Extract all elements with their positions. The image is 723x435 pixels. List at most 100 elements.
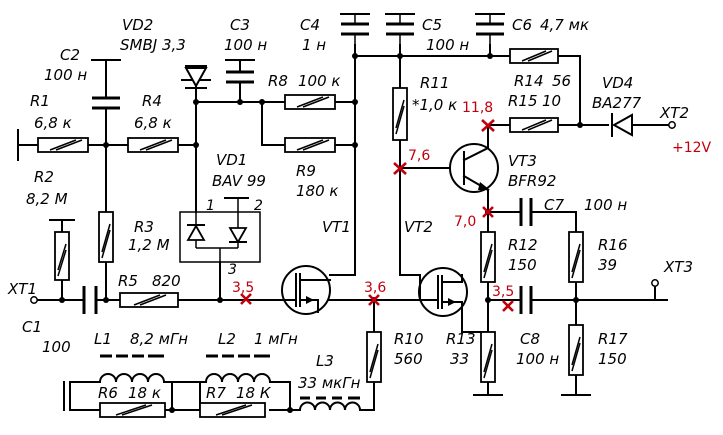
label-vt1-name: VT1 [322, 218, 351, 236]
inductor-l1 [98, 354, 173, 384]
resistor-r17 [568, 324, 584, 376]
label-c2-value: 100 н [44, 66, 87, 84]
label-r6-name: R6 [98, 384, 118, 402]
component-labels: C2 100 н R1 6,8 к R2 8,2 М VD2 SMBJ 3,3 … [7, 16, 712, 402]
label-r3-value: 1,2 М [128, 236, 170, 254]
label-vt3-name: VT3 [508, 152, 537, 170]
label-r5-name: R5 [118, 272, 138, 290]
resistor-r7 [199, 402, 266, 418]
label-c3-value: 100 н [224, 36, 267, 54]
label-r4-name: R4 [142, 92, 162, 110]
resistor-r6 [99, 402, 166, 418]
resistor-r13 [480, 331, 496, 383]
resistor-r15 [509, 117, 559, 133]
label-c6-value: 4,7 мк [540, 16, 589, 34]
label-c4-value: 1 н [302, 36, 326, 54]
voltage-output: 3,5 [492, 284, 514, 300]
label-c1-name: C1 [22, 318, 42, 336]
label-l1-value: 8,2 мГн [130, 330, 188, 348]
label-r6-value: 18 к [128, 384, 161, 402]
label-r15-name: R15 [508, 92, 538, 110]
resistor-r9 [284, 137, 336, 153]
label-r17-value: 150 [598, 350, 627, 368]
resistor-r10 [366, 331, 382, 383]
label-vd1-pin3: 3 [228, 262, 237, 278]
diode-vd4 [611, 113, 633, 137]
label-r1-name: R1 [30, 92, 50, 110]
label-xt1: XT1 [7, 280, 37, 298]
label-vd4-value: BA277 [592, 94, 642, 112]
label-c8-value: 100 н [516, 350, 559, 368]
label-r11-value: *1,0 к [412, 96, 457, 114]
label-r12-name: R12 [508, 236, 538, 254]
ground-symbols [17, 13, 668, 411]
resistor-r2 [54, 231, 70, 281]
label-r13-value: 33 [450, 350, 469, 368]
label-vd1-pin1: 1 [206, 198, 215, 214]
label-c5-value: 100 н [426, 36, 469, 54]
resistor-r4 [127, 137, 179, 153]
voltage-labels: 3,5 3,6 11,8 7,6 7,0 3,5 [232, 100, 514, 300]
diode-vd1 [179, 198, 261, 263]
transistor-vt3 [449, 143, 499, 193]
label-r2-value: 8,2 М [26, 190, 68, 208]
voltage-vt1-source: 3,6 [364, 280, 386, 296]
label-r15-value: 10 [542, 92, 561, 110]
marker-vt3-emitter [482, 206, 494, 218]
resistor-r8 [284, 94, 336, 110]
resistor-r11 [392, 87, 408, 141]
label-r17-name: R17 [598, 330, 628, 348]
resistor-r16 [568, 231, 584, 283]
label-r7-name: R7 [206, 384, 226, 402]
inductors [98, 354, 362, 412]
label-r10-value: 560 [394, 350, 423, 368]
label-supply: +12V [672, 140, 712, 156]
label-c3-name: C3 [230, 16, 250, 34]
resistor-r14 [509, 48, 559, 64]
label-r8-name: R8 [268, 72, 288, 90]
voltage-markers [240, 119, 514, 312]
marker-vt3-collector [481, 119, 495, 132]
capacitors [82, 14, 533, 314]
label-r16-name: R16 [598, 236, 628, 254]
label-r14-name: R14 [514, 72, 544, 90]
resistors [37, 48, 584, 418]
marker-vt3-base [393, 162, 407, 175]
label-l2-value: 1 мГн [254, 330, 298, 348]
label-vt2-name: VT2 [404, 218, 433, 236]
label-vd2-value: SMBJ 3,3 [120, 36, 186, 54]
label-l3-value: 33 мкГн [298, 374, 361, 392]
label-l3-name: L3 [316, 352, 334, 370]
label-r5-value: 820 [152, 272, 181, 290]
label-vd2-name: VD2 [122, 16, 153, 34]
label-r7-value: 18 К [236, 384, 272, 402]
label-r14-value: 56 [552, 72, 571, 90]
label-r3-name: R3 [134, 218, 154, 236]
label-vd1-value: BAV 99 [212, 172, 266, 190]
marker-vt1-source [368, 294, 380, 306]
inductor-l2 [199, 354, 272, 384]
label-r9-name: R9 [296, 162, 316, 180]
inductor-l3 [298, 396, 362, 412]
label-r11-name: R11 [420, 74, 450, 92]
label-c7-value: 100 н [584, 196, 627, 214]
transistor-vt1 [281, 265, 331, 315]
voltage-vt3-emitter: 7,0 [454, 214, 476, 230]
label-r13-name: R13 [446, 330, 476, 348]
label-r8-value: 100 к [298, 72, 340, 90]
resistor-r5 [119, 292, 179, 308]
marker-output [502, 300, 514, 312]
label-c6-name: C6 [512, 16, 532, 34]
label-r12-value: 150 [508, 256, 537, 274]
label-c8-name: C8 [520, 330, 540, 348]
label-xt3: XT3 [663, 258, 693, 276]
resistor-r3 [98, 211, 114, 263]
label-c1-value: 100 [42, 338, 71, 356]
voltage-vt1-gate: 3,5 [232, 280, 254, 296]
resistor-r12 [480, 231, 496, 283]
label-r10-name: R10 [394, 330, 424, 348]
label-vd1-name: VD1 [216, 151, 247, 169]
diode-vd2 [184, 65, 208, 89]
transistor-vt2 [418, 267, 468, 333]
